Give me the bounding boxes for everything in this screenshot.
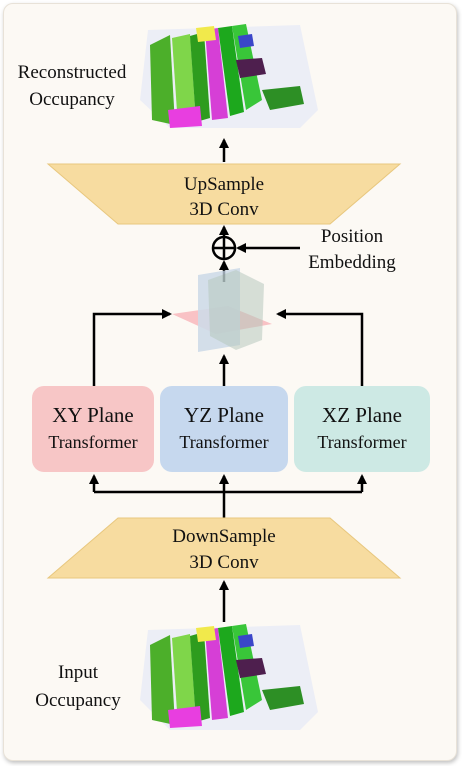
reconstructed-occupancy-image — [140, 24, 318, 128]
tri-plane-icon — [172, 268, 272, 352]
input-label-line1: Input — [58, 662, 99, 683]
reconstructed-label-line1: Reconstructed — [18, 62, 127, 83]
xy-plane-sub: Transformer — [48, 432, 137, 452]
position-embedding-line2: Embedding — [308, 252, 396, 273]
yz-plane-transformer — [160, 386, 288, 472]
downsample-label-line1: DownSample — [172, 526, 275, 547]
input-label-line2: Occupancy — [35, 690, 121, 711]
xz-plane-sub: Transformer — [317, 432, 406, 452]
reconstructed-label-line2: Occupancy — [29, 89, 115, 110]
upsample-label-line1: UpSample — [184, 174, 264, 195]
position-embedding-line1: Position — [321, 226, 384, 247]
arrow-xy-to-triplane — [92, 309, 172, 386]
upsample-label-line2: 3D Conv — [189, 199, 259, 220]
xy-plane-name: XY Plane — [52, 403, 133, 427]
xz-plane-name: XZ Plane — [322, 403, 402, 427]
upsample-block — [46, 163, 402, 225]
downsample-block — [46, 517, 402, 579]
xz-plane-transformer — [294, 386, 430, 472]
yz-plane-sub: Transformer — [179, 432, 268, 452]
yz-plane-name: YZ Plane — [184, 403, 264, 427]
add-symbol — [211, 235, 237, 261]
arrow-xz-to-triplane — [276, 309, 364, 386]
input-occupancy-image — [140, 624, 318, 730]
downsample-label-line2: 3D Conv — [189, 552, 259, 573]
xy-plane-transformer — [32, 386, 154, 472]
